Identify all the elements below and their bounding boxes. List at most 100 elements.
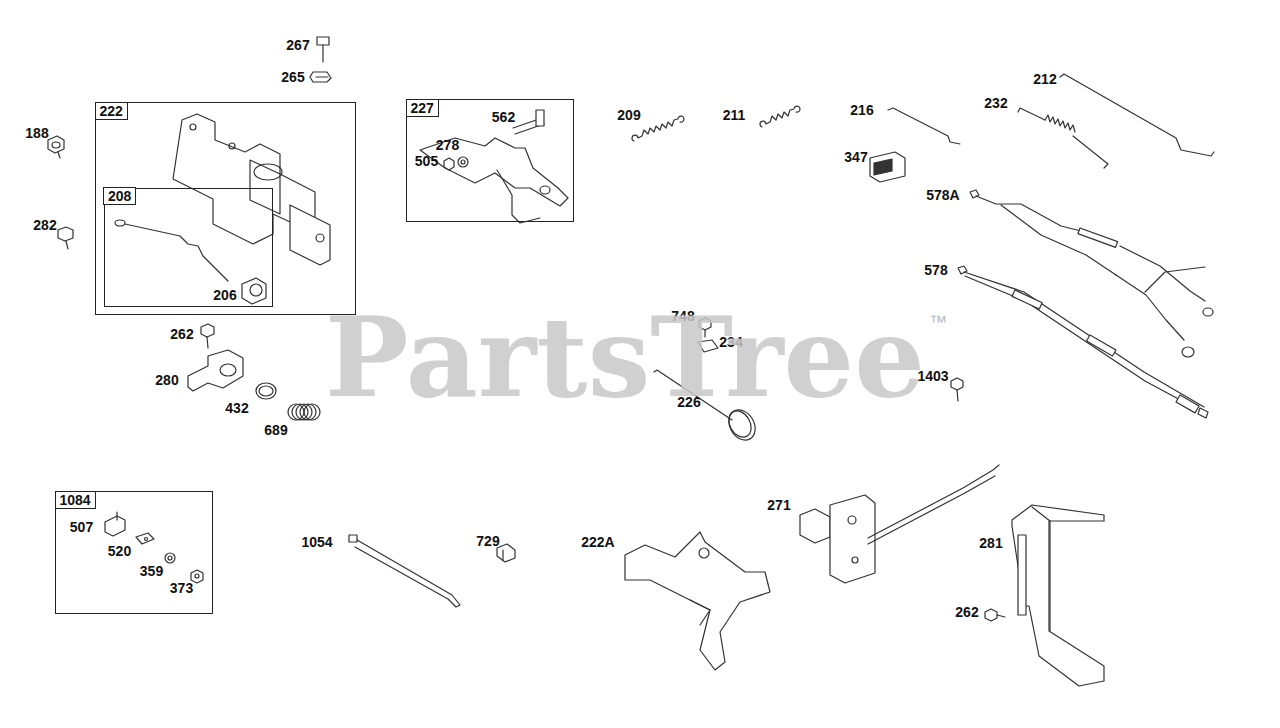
bolt <box>513 110 544 134</box>
bushing <box>250 284 262 296</box>
callout-number: 1054 <box>301 534 332 550</box>
callout-number: 188 <box>25 125 48 141</box>
bolt <box>536 110 544 126</box>
screw <box>201 324 214 337</box>
screw <box>985 609 1005 621</box>
callout-number: 211 <box>723 107 746 123</box>
screw <box>207 337 208 348</box>
callout-number: 562 <box>492 109 515 125</box>
wire-harness <box>1198 408 1208 418</box>
governor-link <box>115 220 228 281</box>
rod-with-spring <box>1018 108 1045 120</box>
group-number: 208 <box>103 187 136 205</box>
spring <box>288 404 320 420</box>
clip <box>310 72 331 82</box>
mounting-bracket <box>1012 505 1104 686</box>
callout-number: 359 <box>140 563 163 579</box>
washer <box>168 556 172 560</box>
spring <box>304 404 320 420</box>
bolt <box>48 136 64 153</box>
callout-number: 578 <box>924 262 947 278</box>
rod-with-spring <box>1045 115 1075 132</box>
clip <box>497 544 515 562</box>
governor-bracket <box>316 234 324 242</box>
callout-number: 222A <box>581 534 614 550</box>
callout-number: 278 <box>436 137 459 153</box>
bushing <box>242 278 266 304</box>
rod <box>888 108 960 144</box>
callout-number: 262 <box>955 604 978 620</box>
wire-harness <box>965 276 1197 409</box>
terminal <box>116 512 117 520</box>
governor-link <box>125 224 228 281</box>
screw <box>58 227 73 241</box>
throttle-control <box>868 476 995 544</box>
nut <box>195 574 199 578</box>
bolt <box>52 142 60 148</box>
group-box: 227562278505 <box>406 99 574 222</box>
cable-tie <box>349 535 357 542</box>
throttle-control <box>868 465 999 538</box>
throttle-control <box>800 509 830 543</box>
nut <box>444 158 454 170</box>
terminal <box>136 533 154 544</box>
callout-number: 505 <box>415 153 438 169</box>
washer <box>458 157 468 167</box>
callout-number: 271 <box>767 497 790 513</box>
rod <box>888 108 960 144</box>
mounting-bracket <box>1012 505 1104 686</box>
bracket <box>220 364 236 376</box>
group-number: 1084 <box>55 491 96 509</box>
watermark: PartsTree <box>325 302 925 413</box>
callout-number: 373 <box>170 580 193 596</box>
trademark-sign: ™ <box>929 314 947 330</box>
callout-number: 432 <box>225 400 248 416</box>
screw <box>957 390 958 401</box>
callout-number: 265 <box>281 69 304 85</box>
wire-harness <box>1203 308 1213 316</box>
group-number: 222 <box>95 102 128 120</box>
bracket <box>625 532 770 670</box>
wire-harness <box>970 190 1213 357</box>
callout-number: 281 <box>979 535 1002 551</box>
governor-bracket <box>290 205 330 265</box>
wire-harness <box>958 266 1208 418</box>
throttle-control <box>830 495 875 583</box>
terminal <box>136 533 154 544</box>
governor-bracket <box>173 114 330 265</box>
switch <box>874 159 892 175</box>
cable-tie <box>355 540 460 607</box>
screw <box>997 615 1005 617</box>
throttle-control <box>848 516 856 524</box>
wire-harness <box>1182 347 1194 357</box>
group-box: 1084 507 520 359 373 <box>55 491 213 614</box>
terminal <box>105 512 125 536</box>
screw <box>951 378 963 390</box>
bushing <box>242 278 266 304</box>
callout-number: 212 <box>1033 71 1056 87</box>
rod <box>1060 74 1214 156</box>
callout-number: 347 <box>844 149 867 165</box>
callout-number: 520 <box>108 543 131 559</box>
callout-number: 507 <box>70 519 93 535</box>
ring <box>256 383 276 399</box>
rod <box>1060 74 1214 156</box>
sub-group-box: 208 206 <box>104 188 273 308</box>
washer <box>165 553 175 563</box>
bolt <box>322 45 323 62</box>
rod-with-spring <box>1073 136 1108 168</box>
washer <box>461 160 465 164</box>
screw <box>201 324 214 348</box>
ring <box>256 383 276 399</box>
switch <box>870 152 905 182</box>
cable-tie <box>349 535 460 607</box>
bolt <box>58 152 60 158</box>
callout-number: 206 <box>213 287 236 303</box>
clip <box>310 72 331 82</box>
control-bracket <box>497 170 540 223</box>
governor-bracket <box>254 164 282 180</box>
group-box: 208 206 222 <box>95 102 356 315</box>
wire-harness <box>1087 335 1116 356</box>
governor-bracket <box>190 124 196 130</box>
washer <box>165 553 175 563</box>
